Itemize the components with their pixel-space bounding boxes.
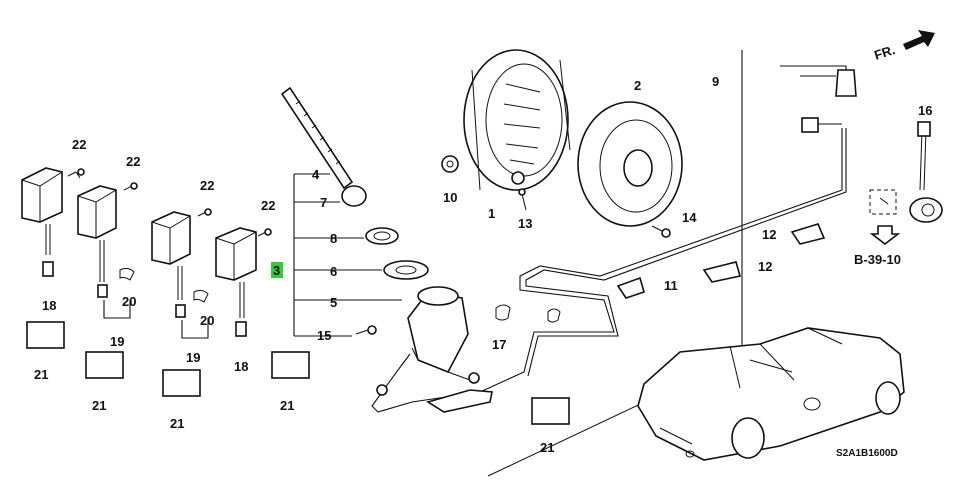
label-plate-21-b: [85, 351, 124, 379]
clip-12-a: [702, 261, 742, 283]
antenna-assembly: [280, 86, 480, 384]
callout-20-a: 20: [122, 294, 136, 309]
clip-10: [441, 155, 459, 173]
callout-19-a: 19: [110, 334, 124, 349]
callout-13: 13: [518, 216, 532, 231]
bolt-22-d: [257, 228, 272, 237]
bolt-22-c: [197, 208, 212, 217]
speaker: [577, 101, 683, 227]
callout-22-c: 22: [200, 178, 214, 193]
callout-18-b: 18: [234, 359, 248, 374]
callout-12-b: 12: [762, 227, 776, 242]
reference-label: B-39-10: [854, 252, 901, 267]
callout-9: 9: [712, 74, 719, 89]
callout-21-b: 21: [92, 398, 106, 413]
sensor-assembly: [869, 121, 943, 223]
label-plate-21-c: [162, 369, 201, 397]
callout-21-c: 21: [170, 416, 184, 431]
callout-12-a: 12: [758, 259, 772, 274]
callout-21-e: 21: [540, 440, 554, 455]
control-unit-b: [77, 185, 135, 298]
control-unit-group: [21, 167, 310, 397]
bolt-22-a: [67, 168, 85, 179]
clip-12-b: [790, 223, 826, 245]
control-unit-d: [215, 227, 257, 337]
label-plate-21-e: [531, 397, 570, 425]
callout-22-d: 22: [261, 198, 275, 213]
callout-4: 4: [312, 167, 320, 182]
callout-16: 16: [918, 103, 932, 118]
front-direction-arrow: FR.: [872, 30, 935, 63]
callout-15: 15: [317, 328, 331, 343]
callout-8: 8: [330, 231, 337, 246]
callout-21-d: 21: [280, 398, 294, 413]
control-unit-c: [151, 211, 209, 318]
control-unit-a: [21, 167, 63, 277]
callout-6: 6: [330, 264, 337, 279]
callout-7: 7: [320, 195, 327, 210]
screw-14: [651, 225, 671, 238]
label-plate-21-d: [271, 351, 310, 379]
callout-3: 3: [273, 263, 280, 278]
callout-2: 2: [634, 78, 641, 93]
label-plate-21-a: [26, 321, 65, 349]
callout-18-a: 18: [42, 298, 56, 313]
callout-22-b: 22: [126, 154, 140, 169]
callout-17: 17: [492, 337, 506, 352]
clip-11: [616, 276, 645, 299]
callout-1: 1: [488, 206, 495, 221]
callout-labels: 1 2 3 4 5 6 7 8 9 10 11 12 12 13 14 15 1…: [34, 74, 932, 455]
callout-5: 5: [330, 295, 337, 310]
callout-3-highlight: [271, 262, 283, 278]
callout-20-b: 20: [200, 313, 214, 328]
callout-19-b: 19: [186, 350, 200, 365]
callout-11: 11: [664, 278, 678, 293]
screw-13: [518, 188, 527, 211]
front-arrow-label: FR.: [872, 42, 897, 63]
callout-10: 10: [443, 190, 457, 205]
speaker-housing: [463, 49, 571, 191]
callout-14: 14: [682, 210, 697, 225]
car-outline: [637, 327, 905, 461]
callout-21-a: 21: [34, 367, 48, 382]
bolt-22-b: [123, 182, 138, 191]
callout-22-a: 22: [72, 137, 86, 152]
reference-arrow: [869, 225, 901, 246]
diagram-code: S2A1B1600D: [836, 448, 898, 459]
wire-harness: [371, 65, 857, 413]
